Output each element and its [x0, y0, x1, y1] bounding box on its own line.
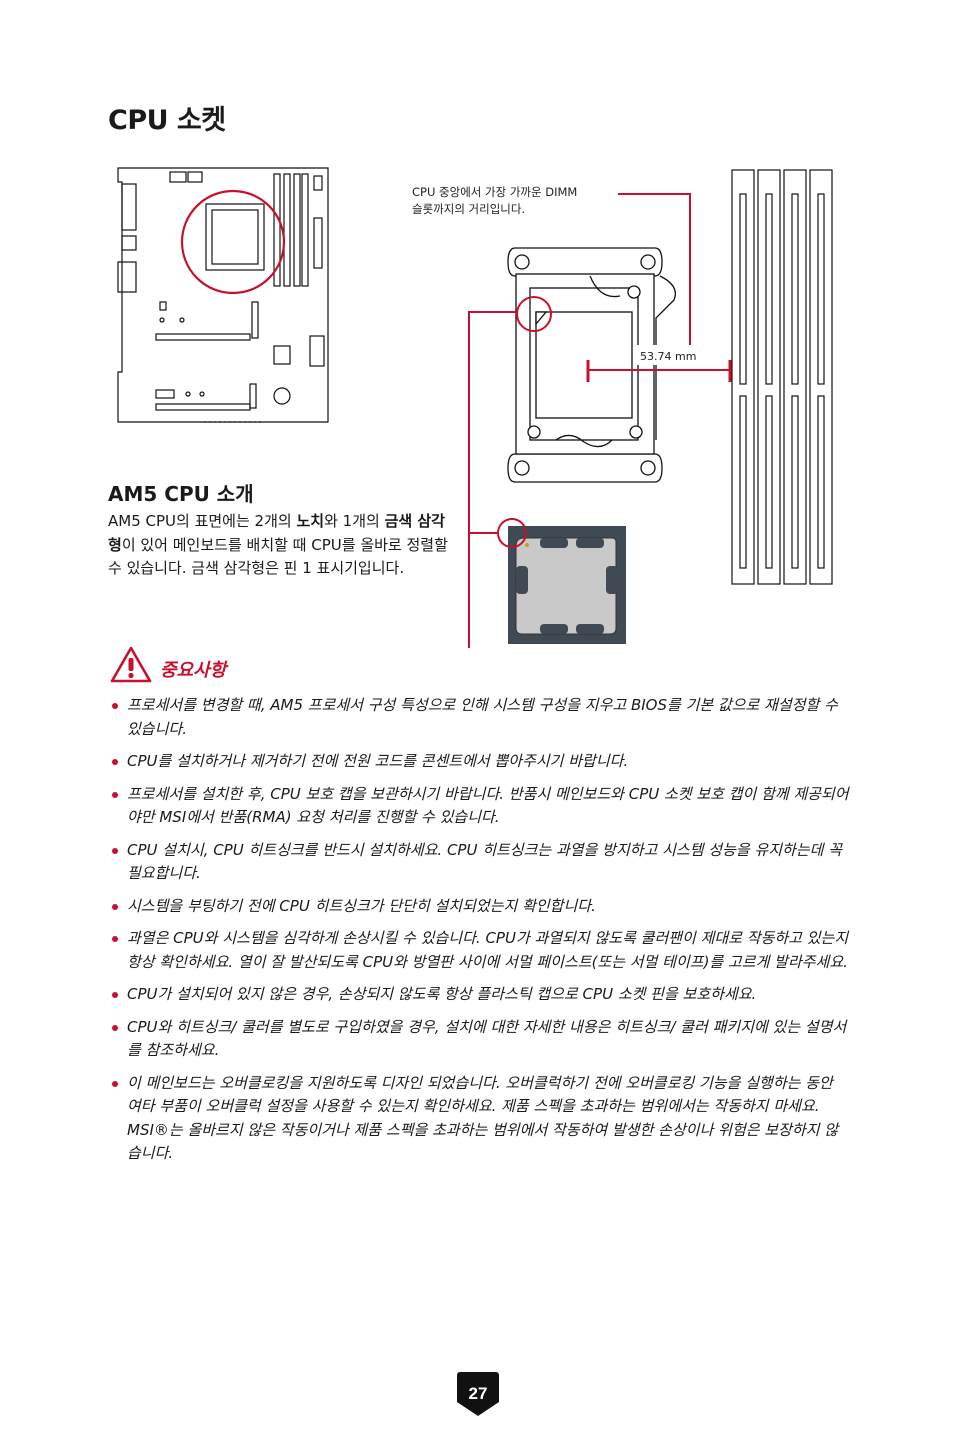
page-number: 27	[469, 1384, 488, 1403]
gold-triangle-term: 금색 삼각형	[108, 512, 445, 554]
motherboard-overview	[117, 167, 329, 423]
list-item: 이 메인보드는 오버클로킹을 지원하도록 디자인 되었습니다. 오버클럭하기 전…	[110, 1072, 850, 1166]
socket-detail-diagram: 53.74 mm	[468, 169, 833, 648]
dimm-note-line-2: 슬롯까지의 거리입니다.	[412, 202, 526, 216]
am5-text-2: 와 1개의	[324, 512, 385, 530]
list-item: CPU가 설치되어 있지 않은 경우, 손상되지 않도록 항상 플라스틱 캡으로…	[110, 983, 850, 1007]
page-title: CPU 소켓	[108, 105, 226, 136]
dimm-note-line-1: CPU 중앙에서 가장 가까운 DIMM	[412, 185, 578, 199]
am5-text-3: 이 있어 메인보드를 배치할 때 CPU를 올바로 정렬할 수 있습니다. 금색…	[108, 535, 448, 578]
list-item: 프로세서를 변경할 때, AM5 프로세서 구성 특성으로 인해 시스템 구성을…	[110, 694, 850, 741]
warning-icon	[110, 646, 152, 683]
distance-label: 53.74 mm	[640, 350, 696, 363]
notch-term: 노치	[296, 512, 325, 530]
am5-description: AM5 CPU의 표면에는 2개의 노치와 1개의 금색 삼각형이 있어 메인보…	[108, 510, 448, 581]
am5-text-1: AM5 CPU의 표면에는 2개의	[108, 512, 297, 530]
dimm-distance-note: CPU 중앙에서 가장 가까운 DIMM 슬롯까지의 거리입니다.	[412, 184, 622, 218]
list-item: 과열은 CPU와 시스템을 심각하게 손상시킬 수 있습니다. CPU가 과열되…	[110, 927, 850, 974]
important-list: 프로세서를 변경할 때, AM5 프로세서 구성 특성으로 인해 시스템 구성을…	[110, 694, 850, 1175]
list-item: CPU를 설치하거나 제거하기 전에 전원 코드를 콘센트에서 뽑아주시기 바랍…	[110, 750, 850, 774]
list-item: CPU와 히트싱크/ 쿨러를 별도로 구입하였을 경우, 설치에 대한 자세한 …	[110, 1016, 850, 1063]
important-notice: 중요사항	[110, 646, 226, 688]
list-item: 프로세서를 설치한 후, CPU 보호 캡을 보관하시기 바랍니다. 반품시 메…	[110, 783, 850, 830]
page-number-badge: 27	[457, 1372, 499, 1416]
list-item: 시스템을 부팅하기 전에 CPU 히트싱크가 단단히 설치되었는지 확인합니다.	[110, 895, 850, 919]
list-item: CPU 설치시, CPU 히트싱크를 반드시 설치하세요. CPU 히트싱크는 …	[110, 839, 850, 886]
am5-heading: AM5 CPU 소개	[108, 482, 254, 506]
important-label: 중요사항	[160, 660, 227, 681]
